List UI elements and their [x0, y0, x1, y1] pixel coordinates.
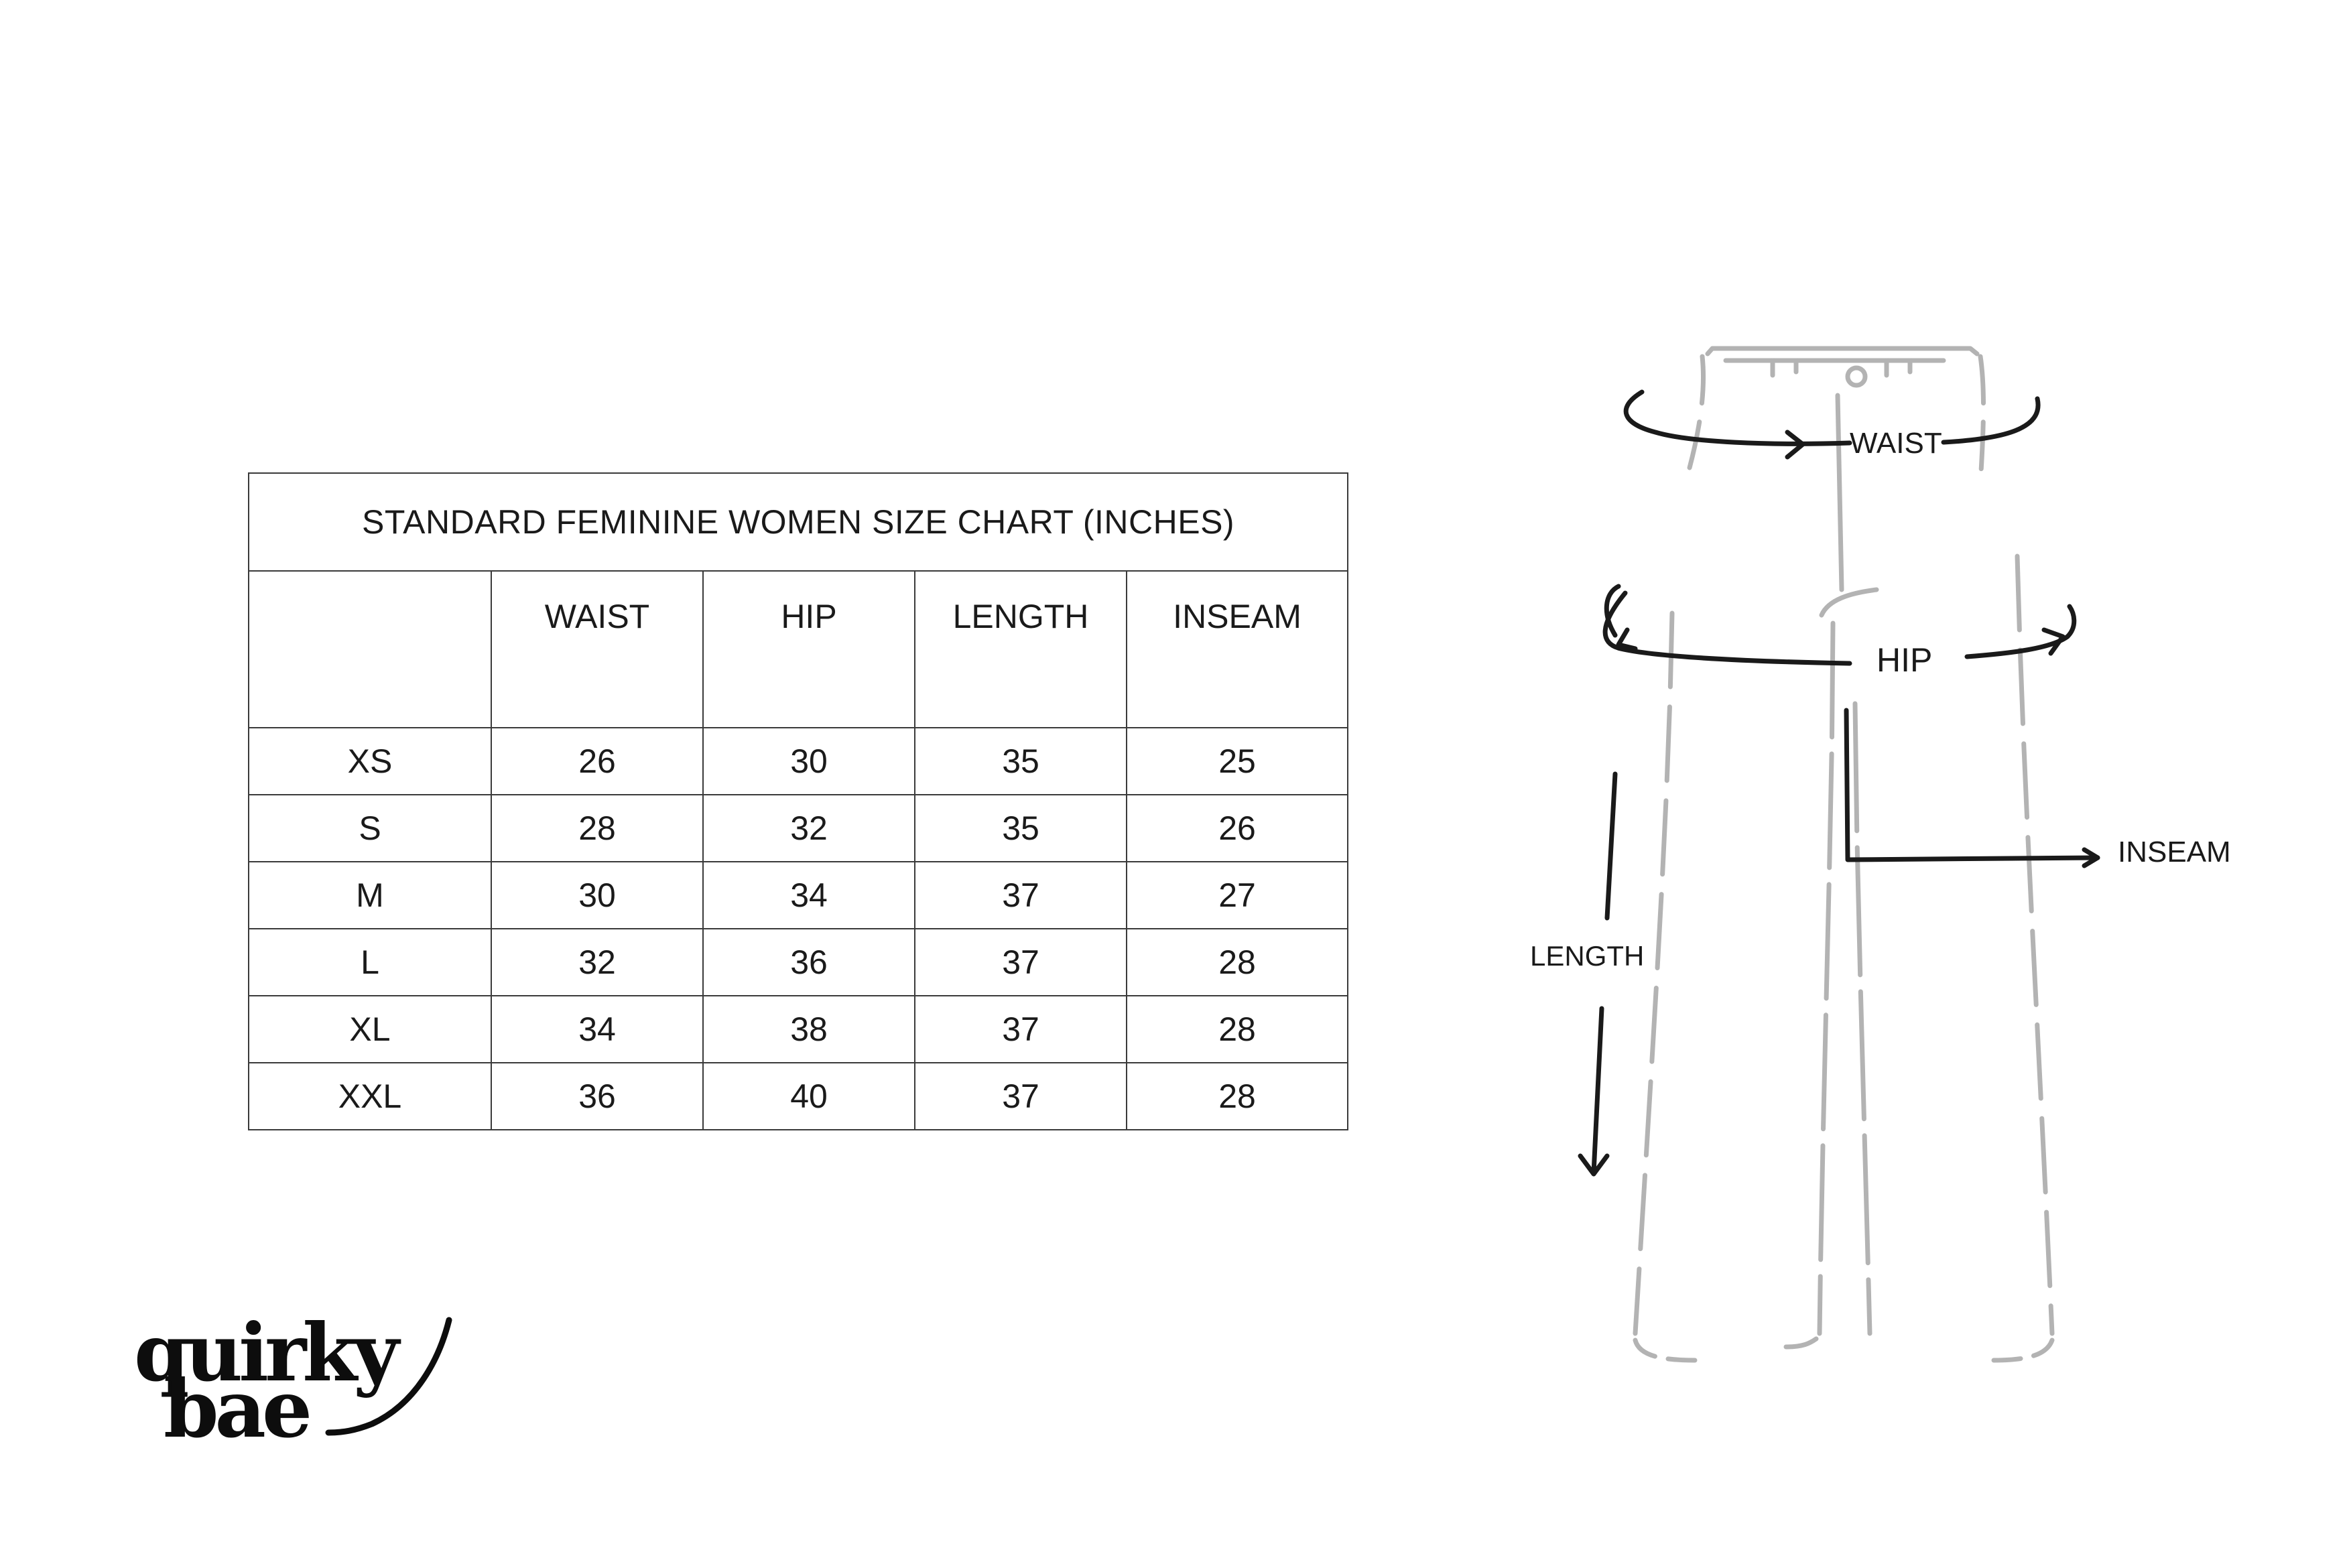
inseam-cell: 28	[1125, 928, 1349, 996]
table-row: S 28 32 35 26	[248, 794, 1349, 862]
waist-cell: 34	[491, 995, 704, 1063]
waist-cell: 30	[491, 861, 704, 929]
column-header-inseam: INSEAM	[1125, 570, 1349, 728]
inseam-cell: 27	[1125, 861, 1349, 929]
table-header-row: WAIST HIP LENGTH INSEAM	[248, 570, 1349, 728]
table-row: XL 34 38 37 28	[248, 995, 1349, 1063]
size-cell: XL	[248, 995, 492, 1063]
hip-cell: 34	[702, 861, 915, 929]
size-cell: S	[248, 794, 492, 862]
inseam-label: INSEAM	[2118, 836, 2231, 868]
waist-arrow-icon	[1623, 389, 1852, 446]
hip-cell: 36	[702, 928, 915, 996]
hip-cell: 32	[702, 794, 915, 862]
length-cell: 37	[914, 1062, 1127, 1130]
table-row: XS 26 30 35 25	[248, 727, 1349, 795]
length-arrow-icon	[1604, 771, 1618, 921]
inseam-cell: 25	[1125, 727, 1349, 795]
size-chart-table: STANDARD FEMININE WOMEN SIZE CHART (INCH…	[247, 472, 1349, 1130]
logo-line-2: bae	[164, 1362, 312, 1455]
length-cell: 37	[914, 928, 1127, 996]
logo-line-1: quirky	[134, 1306, 399, 1399]
table-title: STANDARD FEMININE WOMEN SIZE CHART (INCH…	[247, 472, 1349, 572]
hip-cell: 38	[702, 995, 915, 1063]
size-cell: XS	[248, 727, 492, 795]
waist-cell: 32	[491, 928, 704, 996]
trousers-outline	[1633, 346, 2055, 1363]
column-header-size	[248, 570, 492, 728]
inseam-cell: 28	[1125, 1062, 1349, 1130]
table-row: XXL 36 40 37 28	[248, 1062, 1349, 1130]
table-row: M 30 34 37 27	[248, 861, 1349, 929]
length-cell: 35	[914, 794, 1127, 862]
table-title-row: STANDARD FEMININE WOMEN SIZE CHART (INCH…	[247, 472, 1349, 572]
length-cell: 37	[914, 995, 1127, 1063]
column-header-hip: HIP	[702, 570, 915, 728]
column-header-waist: WAIST	[491, 570, 704, 728]
waist-label: WAIST	[1850, 427, 1942, 460]
waist-cell: 28	[491, 794, 704, 862]
size-cell: M	[248, 861, 492, 929]
table-row: L 32 36 37 28	[248, 928, 1349, 996]
inseam-cell: 28	[1125, 995, 1349, 1063]
length-cell: 37	[914, 861, 1127, 929]
hip-cell: 30	[702, 727, 915, 795]
hip-label: HIP	[1877, 641, 1933, 679]
hip-cell: 40	[702, 1062, 915, 1130]
hip-arrow-icon	[1602, 590, 1852, 666]
length-label: LENGTH	[1530, 940, 1645, 972]
size-cell: L	[248, 928, 492, 996]
inseam-cell: 26	[1125, 794, 1349, 862]
waist-cell: 36	[491, 1062, 704, 1130]
quirky-bae-logo: quirky bae	[134, 1306, 469, 1455]
inseam-arrow-icon	[1844, 708, 2100, 862]
length-cell: 35	[914, 727, 1127, 795]
waist-cell: 26	[491, 727, 704, 795]
logo-swash-icon	[325, 1317, 452, 1436]
size-cell: XXL	[248, 1062, 492, 1130]
column-header-length: LENGTH	[914, 570, 1127, 728]
